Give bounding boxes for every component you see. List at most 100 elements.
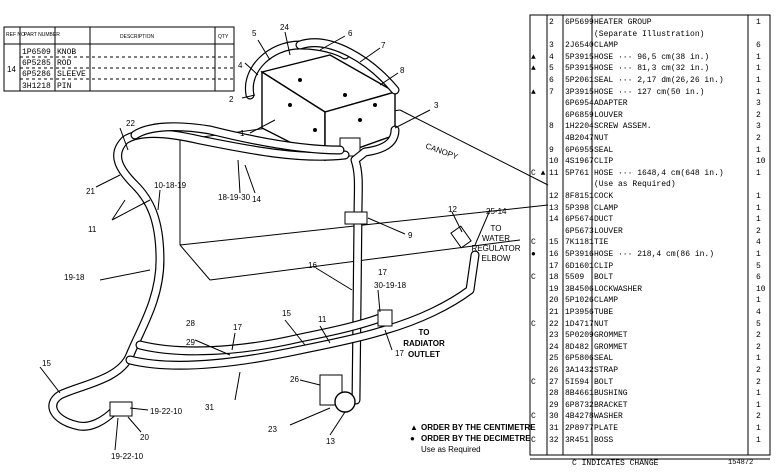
parts-row-ref: 2 xyxy=(549,18,554,27)
parts-row-qty: 1 xyxy=(756,296,761,306)
parts-row-part: 6D1601 xyxy=(565,261,594,271)
parts-row-desc: SEAL ··· 2,17 dm(26,26 in.) xyxy=(594,76,724,85)
parts-row-ref: 14 xyxy=(549,215,559,225)
callout-label: 11 xyxy=(318,315,327,324)
parts-row-part: 6P5806 xyxy=(565,354,594,364)
callout-label: 30-19-18 xyxy=(374,281,407,290)
change-note: C INDICATES CHANGE xyxy=(572,459,659,468)
parts-row-desc: CLIP xyxy=(594,157,614,167)
parts-row-ref: 28 xyxy=(549,389,559,399)
parts-row-ref: 11 xyxy=(549,168,559,178)
parts-row-part: 2P8977 xyxy=(565,424,594,433)
parts-row-qty: 2 xyxy=(756,377,761,387)
mini-row-part: 3H1218 xyxy=(22,82,51,91)
callout-label: 17 xyxy=(233,323,242,332)
callout-label: 4 xyxy=(238,61,243,70)
parts-row-ref: 15 xyxy=(549,238,559,248)
parts-row-qty: 2 xyxy=(756,226,761,236)
parts-row-qty: 1 xyxy=(756,203,761,213)
note-symbol: ● xyxy=(410,434,415,443)
parts-row-flag: ● xyxy=(531,250,536,259)
note-text: ORDER BY THE CENTIMETRE xyxy=(421,423,536,432)
mini-row-desc: KNOB xyxy=(57,48,76,57)
parts-row-desc: HOSE ··· 81,3 cm(32 in.) xyxy=(594,64,710,74)
callout-label: 2 xyxy=(229,95,234,104)
note-text: ORDER BY THE DECIMETRE xyxy=(421,434,531,443)
mini-row-part: 1P6509 xyxy=(22,48,51,57)
parts-row-part: 1H2204 xyxy=(565,122,594,132)
parts-row-qty: 2 xyxy=(756,331,761,341)
parts-row-desc: CLAMP xyxy=(594,41,619,51)
parts-row-part: 5I594 xyxy=(565,377,590,387)
parts-row-flag: C xyxy=(531,273,536,283)
radiator-label: TO xyxy=(419,328,430,337)
callout-label: 20 xyxy=(140,433,149,442)
parts-row-ref: 6 xyxy=(549,76,554,85)
parts-row-part: 5509 xyxy=(565,273,585,283)
parts-row-qty: 1 xyxy=(756,145,761,155)
callout-label: 16 xyxy=(308,261,317,270)
parts-row-ref: 19 xyxy=(549,284,559,294)
callout-label: 7 xyxy=(381,41,386,50)
mini-row-desc: SLEEVE xyxy=(57,70,86,79)
canopy-label: CANOPY xyxy=(424,141,459,161)
parts-row-part: 3P3915 xyxy=(565,87,594,97)
parts-row-flag: C xyxy=(531,319,536,329)
radiator-label: RADIATOR xyxy=(403,339,445,348)
parts-row-ref: 25 xyxy=(549,354,559,364)
callout-label: 9 xyxy=(408,231,413,240)
parts-row-desc: SEAL xyxy=(594,145,614,155)
radiator-label: OUTLET xyxy=(408,350,440,359)
mini-parts-table: REF NO PART NUMBER DESCRIPTION QTY 14 1P… xyxy=(3,26,235,92)
mini-row-desc: PIN xyxy=(57,82,72,91)
parts-row-ref: 31 xyxy=(549,424,559,433)
parts-row-part: 4S1967 xyxy=(565,157,594,167)
callout-label: 6 xyxy=(348,29,353,38)
parts-row-part: 5P3915 xyxy=(565,52,594,62)
parts-row-desc: HOSE ··· 218,4 cm(86 in.) xyxy=(594,250,715,259)
parts-row-flag: C ▲ xyxy=(531,168,546,178)
parts-row-ref: 17 xyxy=(549,261,559,271)
parts-row-ref: 9 xyxy=(549,145,554,155)
order-notes: ▲ ORDER BY THE CENTIMETRE ● ORDER BY THE… xyxy=(410,423,536,454)
parts-row-qty: 6 xyxy=(756,273,761,283)
parts-row-qty: 1 xyxy=(756,64,761,74)
parts-row-ref: 22 xyxy=(549,319,559,329)
parts-row-qty: 1 xyxy=(756,168,761,178)
parts-row-qty: 10 xyxy=(756,157,766,167)
parts-row-desc: BOLT xyxy=(594,273,614,283)
callout-label: 26 xyxy=(290,375,299,384)
parts-row-qty: 2 xyxy=(756,342,761,352)
parts-row-desc: SEAL xyxy=(594,354,614,364)
parts-row-part: 2J6540 xyxy=(565,41,594,51)
parts-row-flag: ▲ xyxy=(531,52,536,62)
parts-row-ref: 8 xyxy=(549,122,554,132)
destination-labels: TO WATER REGULATOR ELBOW TO RADIATOR OUT… xyxy=(403,224,520,359)
parts-row-qty: 6 xyxy=(756,41,761,51)
parts-row-desc: BUSHING xyxy=(594,389,628,399)
parts-row-qty: 5 xyxy=(756,261,761,271)
parts-row-part: 5P0209 xyxy=(565,331,594,341)
callout-label: 8 xyxy=(400,66,405,75)
parts-row-desc: CLAMP xyxy=(594,296,619,306)
parts-row-part: 1P3956 xyxy=(565,308,594,317)
mini-group-ref: 14 xyxy=(7,65,16,74)
parts-row-desc: HOSE ··· 96,5 cm(38 in.) xyxy=(594,52,710,62)
parts-row-desc: GROMMET xyxy=(594,342,628,352)
mini-header-part: PART NUMBER xyxy=(24,32,60,38)
parts-row-part: 7K1181 xyxy=(565,238,594,248)
mini-row-part: 6P5286 xyxy=(22,70,51,79)
parts-row-ref: 29 xyxy=(549,400,559,410)
parts-row-desc: CLIP xyxy=(594,261,614,271)
parts-row-part: 5P398 xyxy=(565,203,590,213)
mini-header-desc: DESCRIPTION xyxy=(120,34,155,40)
parts-row-ref: 10 xyxy=(549,157,559,167)
parts-row-part: 5P1026 xyxy=(565,296,594,306)
callout-label: 29 xyxy=(186,338,195,347)
parts-row-ref: 5 xyxy=(549,64,554,74)
callout-label: 11 xyxy=(88,225,97,234)
parts-row-ref: 3 xyxy=(549,41,554,51)
parts-row-ref: 32 xyxy=(549,435,559,445)
parts-row-part: 4B2047 xyxy=(565,134,594,143)
parts-row-ref: 4 xyxy=(549,52,554,62)
